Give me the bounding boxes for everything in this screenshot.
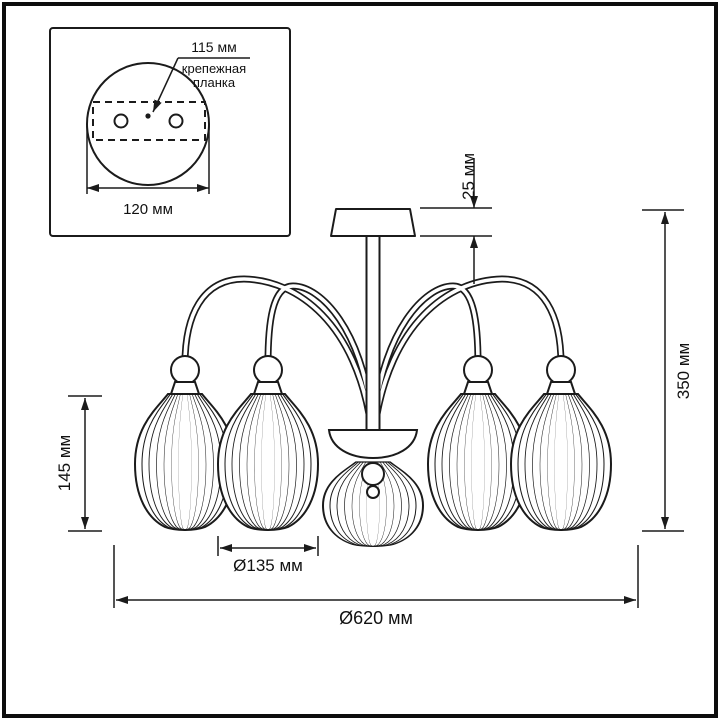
shade-height-label: 145 мм xyxy=(55,435,74,491)
center-finial-ball-small xyxy=(366,485,380,499)
plate-width-dimension-label: 120 мм xyxy=(123,201,173,218)
shade-diameter-label: Ø135 мм xyxy=(233,556,303,575)
canopy-base-circle xyxy=(86,62,210,186)
hole-spacing-dimension-label: 115 мм xyxy=(191,39,236,55)
lamp-shade-4 xyxy=(511,355,611,530)
chandelier-drawing xyxy=(135,208,611,546)
central-stem xyxy=(365,235,381,433)
dimension-overall-diameter: Ø620 мм xyxy=(113,545,639,628)
lamp-shade-2 xyxy=(218,355,318,530)
dimension-shade-height: 145 мм xyxy=(55,395,102,532)
center-reference-dot xyxy=(145,113,151,119)
dimension-shade-diameter: Ø135 мм xyxy=(217,536,319,575)
center-finial-ball-large xyxy=(361,462,385,486)
mounting-plate-inset: 115 мм крепежная планка 120 мм xyxy=(49,27,291,237)
overall-diameter-label: Ø620 мм xyxy=(339,608,413,628)
dimension-overall-height: 350 мм xyxy=(642,209,693,532)
canopy-height-label: 25 мм xyxy=(459,153,478,200)
mounting-hole-right xyxy=(168,113,184,129)
ceiling-canopy xyxy=(330,208,416,237)
mounting-bracket-label-line2: планка xyxy=(193,75,236,90)
mounting-bracket-dashed-outline xyxy=(92,101,206,141)
mounting-hole-left xyxy=(113,113,129,129)
mounting-bracket-label-line1: крепежная xyxy=(182,61,246,76)
central-bowl xyxy=(327,429,419,460)
inset-box-border xyxy=(49,27,291,237)
dimension-canopy-height: 25 мм xyxy=(420,153,492,284)
overall-height-label: 350 мм xyxy=(674,343,693,399)
leader-arrow-line xyxy=(152,57,179,113)
